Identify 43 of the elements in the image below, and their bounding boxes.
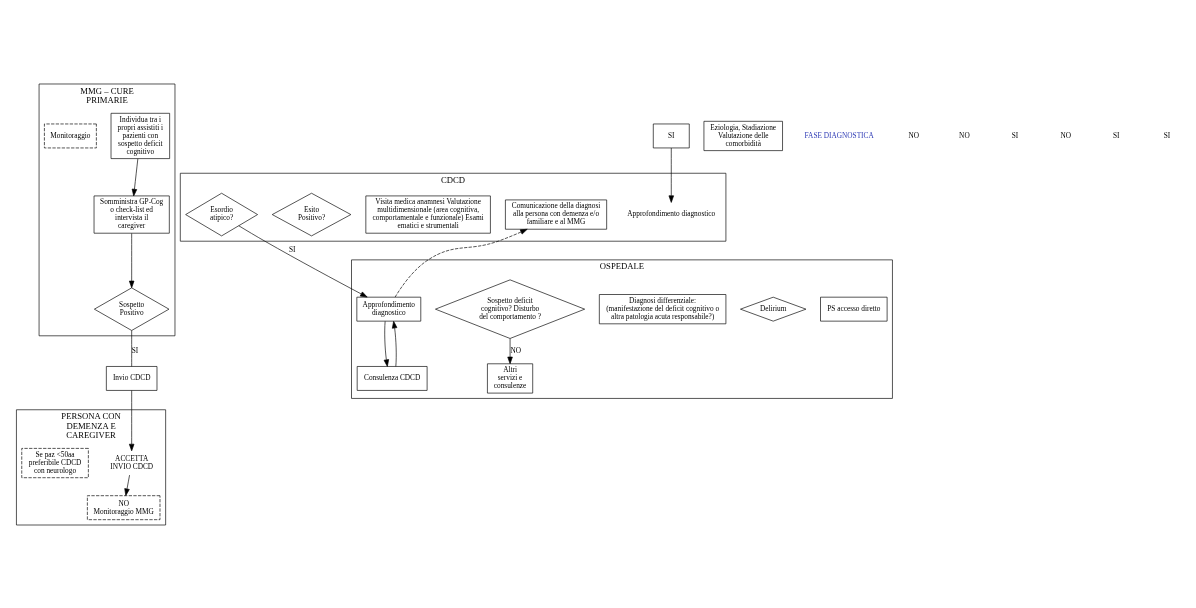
node-box: Comunicazione della diagnosi alla persona con demenza e/o familiare e al MMG [505,199,607,230]
edge-label: SI [288,244,296,254]
node-box: Diagnosi differenziale: (manifestazione del deficit cognitivo o altra patologia acuta responsabile?) [599,293,727,324]
node-box: SI [652,123,690,148]
node-box: Visita medica anamnesi Valutazione multidimensionale (area cognitiva, comportamentale e funzionale) Esami ematici e strumentali [365,195,491,234]
edge-label: SI [131,345,139,355]
arrow [507,337,513,364]
node-box: Altri servizi e consulenze [487,362,534,393]
node-diamond: Esito Positivo? [271,192,352,236]
node-box: Se paz <50aa preferibile CDCD con neurologo [21,447,89,478]
label: SI [1163,130,1171,140]
arrow [129,389,135,451]
node-box: Individua tra i propri assistiti i pazienti con sospetto deficit cognitivo [110,112,170,159]
node-box: Monitoraggio [44,123,97,148]
node-box: Invio CDCD [106,365,158,391]
arrow [238,224,368,297]
node-box: NO Monitoraggio MMG [87,494,161,520]
arrow [668,147,674,203]
label: FASE DIAGNOSTICA [804,130,874,140]
node-text: Approfondimento diagnostico [627,208,716,218]
connector [131,329,132,367]
node-box: Somministra GP-Cog o check-list ed intervista il caregiver [93,195,170,234]
label: NO [959,130,970,140]
arrow [394,228,528,297]
arrow [392,320,398,367]
edge-label: NO [510,345,522,355]
label: NO [908,130,920,140]
arrow [383,320,389,367]
node-diamond: Esordio atipico? [185,192,258,236]
node-diamond: Sospetto deficit cognitivo? Disturbo del comportamento ? [435,279,585,339]
node-box: Eziologia, Stadiazione Valutazione delle comorbidità [703,120,783,151]
label: SI [1113,130,1120,140]
node-box: Approfondimento diagnostico [356,296,422,321]
node-text: ACCETTA INVIO CDCD [110,453,154,471]
node-diamond: Delirium [740,296,807,321]
label: SI [1011,130,1019,140]
arrow [124,474,130,496]
node-box: Consulenza CDCD [356,365,428,391]
label: NO [1060,130,1071,140]
node-diamond: Sospetto Positivo [94,287,170,331]
arrow [129,232,135,288]
node-box: PS accesso diretto [820,296,888,321]
arrow [131,157,139,196]
